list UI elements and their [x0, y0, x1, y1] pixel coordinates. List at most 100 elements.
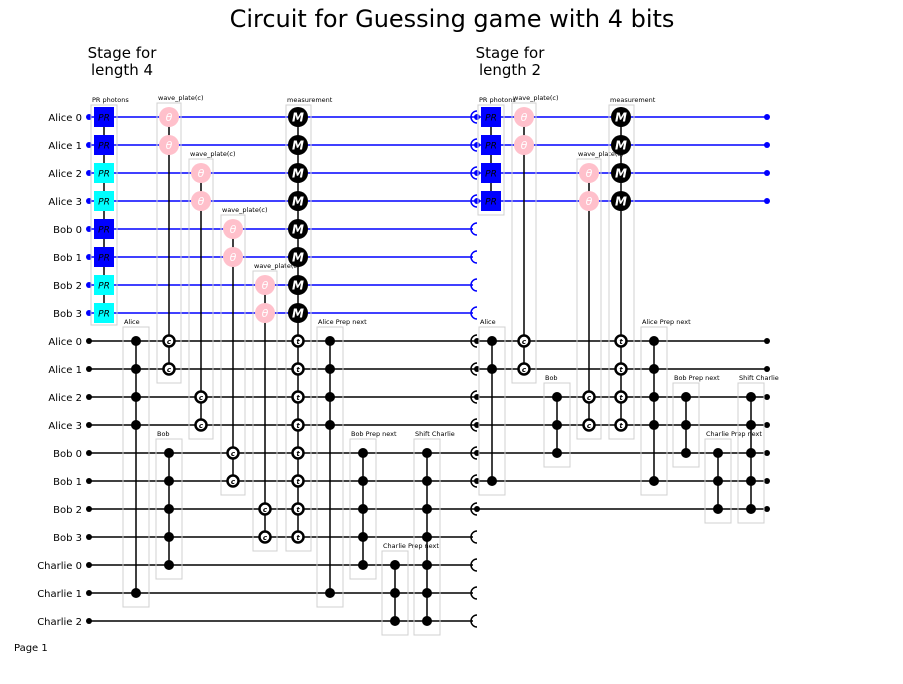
- ring-gate: [614, 362, 628, 376]
- stage-1-heading-line2: length 4: [91, 61, 153, 79]
- ring-gate-text: t: [296, 394, 300, 402]
- wire-start-dot: [86, 422, 92, 428]
- wire-start-dot: [86, 618, 92, 624]
- wave-plate-gate: [159, 135, 179, 155]
- control-dot: [390, 588, 400, 598]
- wire-end-dot: [764, 478, 770, 484]
- control-dot: [422, 448, 432, 458]
- pr-gate: [94, 191, 114, 211]
- qubit-label-1: Alice 1: [48, 141, 82, 152]
- control-dot: [164, 476, 174, 486]
- charlie-prep-next-box-label: Charlie Prep next: [383, 542, 439, 550]
- wave-plate-box-3: [252, 270, 278, 552]
- ring-gate: [291, 390, 305, 404]
- wave-plate-gate: [514, 135, 534, 155]
- wire-end-dot: [764, 142, 770, 148]
- classical-label-2: Alice 2: [48, 393, 82, 404]
- ring-gate-text: c: [231, 450, 236, 458]
- wire-cut-arc: [470, 222, 478, 236]
- alice-box-stage2: [478, 326, 506, 496]
- control-dot: [390, 616, 400, 626]
- ring-gate-text: c: [587, 422, 592, 430]
- ring-gate-text: t: [296, 338, 300, 346]
- ring-gate: [291, 362, 305, 376]
- wire-end-dot: [764, 338, 770, 344]
- diagram-title: Circuit for Guessing game with 4 bits: [230, 5, 675, 33]
- pr-gate-text: PR: [98, 170, 110, 180]
- wire-cut-arc: [470, 362, 478, 376]
- bob-box-stage2: [543, 382, 571, 468]
- wire-start-dot: [86, 366, 92, 372]
- pr-gate: [94, 135, 114, 155]
- measurement-box-stage2-label: measurement: [610, 96, 656, 104]
- ring-gate: [614, 334, 628, 348]
- control-dot: [746, 420, 756, 430]
- control-dot: [358, 504, 368, 514]
- wave-plate-gate-text: θ: [521, 111, 528, 124]
- wave-plate-gate-text: θ: [166, 139, 173, 152]
- pr-gate-text: PR: [485, 114, 497, 124]
- ring-gate: [291, 530, 305, 544]
- charlie-prep-next-box-stage2: [704, 438, 732, 524]
- stage-1-heading-line1: Stage for: [88, 44, 158, 62]
- pr-gate: [94, 163, 114, 183]
- ring-gate-text: c: [199, 422, 204, 430]
- wave-plate-gate-text: θ: [262, 307, 269, 320]
- measure-gate: [611, 191, 631, 211]
- classical-label-3: Alice 3: [48, 421, 82, 432]
- measure-gate-text: M: [615, 167, 627, 181]
- wire-cut-arc: [470, 558, 478, 572]
- ring-gate: [582, 418, 596, 432]
- wire-cut-arc: [470, 194, 478, 208]
- control-dot: [422, 476, 432, 486]
- pr-photons-box-label: PR photons: [92, 96, 129, 104]
- qubit-label-6: Bob 2: [53, 281, 82, 292]
- wave-plate-gate: [223, 247, 243, 267]
- classical-label-4: Bob 0: [53, 449, 82, 460]
- pr-gate-text: PR: [98, 114, 110, 124]
- ring-gate-text: t: [296, 506, 300, 514]
- ring-gate-text: c: [263, 534, 268, 542]
- pr-photons-box: [90, 104, 118, 326]
- ring-gate: [291, 474, 305, 488]
- control-dot: [422, 616, 432, 626]
- control-dot: [325, 364, 335, 374]
- control-dot: [681, 448, 691, 458]
- alice-prep-next-box: [316, 326, 344, 608]
- wire-cut-arc: [470, 166, 478, 180]
- wave-plate-gate-text: θ: [521, 139, 528, 152]
- wave-plate-gate-text: θ: [230, 223, 237, 236]
- control-dot: [487, 364, 497, 374]
- wire-start-dot: [86, 450, 92, 456]
- wire-cut-arc: [470, 446, 478, 460]
- wire-cut-arc: [470, 138, 478, 152]
- wave-plate-box-0: [156, 102, 182, 384]
- ring-gate: [614, 390, 628, 404]
- measure-gate: [288, 135, 308, 155]
- measure-gate-text: M: [615, 111, 627, 125]
- classical-label-10: Charlie 2: [37, 617, 82, 628]
- alice-prep-next-box-stage2: [640, 326, 668, 496]
- wire-cut-arc: [470, 502, 478, 516]
- wire-cut-arc: [470, 586, 478, 600]
- ring-gate: [226, 474, 240, 488]
- shift-charlie-box-stage2: [737, 382, 765, 524]
- control-dot: [552, 448, 562, 458]
- ring-gate: [614, 418, 628, 432]
- pr-gate: [481, 163, 501, 183]
- wire-cut-arc: [470, 530, 478, 544]
- ring-gate: [291, 334, 305, 348]
- measurement-box: [285, 104, 312, 552]
- pr-gate-text: PR: [98, 254, 110, 264]
- control-dot: [131, 420, 141, 430]
- control-dot: [325, 392, 335, 402]
- gates: PRPRPRPRPRPRPRPRθθccθθccθθccθθccMMMMMMMM…: [94, 107, 756, 626]
- wave-plate-gate: [159, 107, 179, 127]
- pr-gate-text: PR: [98, 282, 110, 292]
- control-dot: [649, 336, 659, 346]
- measure-gate-text: M: [292, 195, 304, 209]
- classical-label-9: Charlie 1: [37, 589, 82, 600]
- bob-box-label: Bob: [157, 430, 170, 438]
- wave-plate-gate: [514, 107, 534, 127]
- control-dot: [422, 532, 432, 542]
